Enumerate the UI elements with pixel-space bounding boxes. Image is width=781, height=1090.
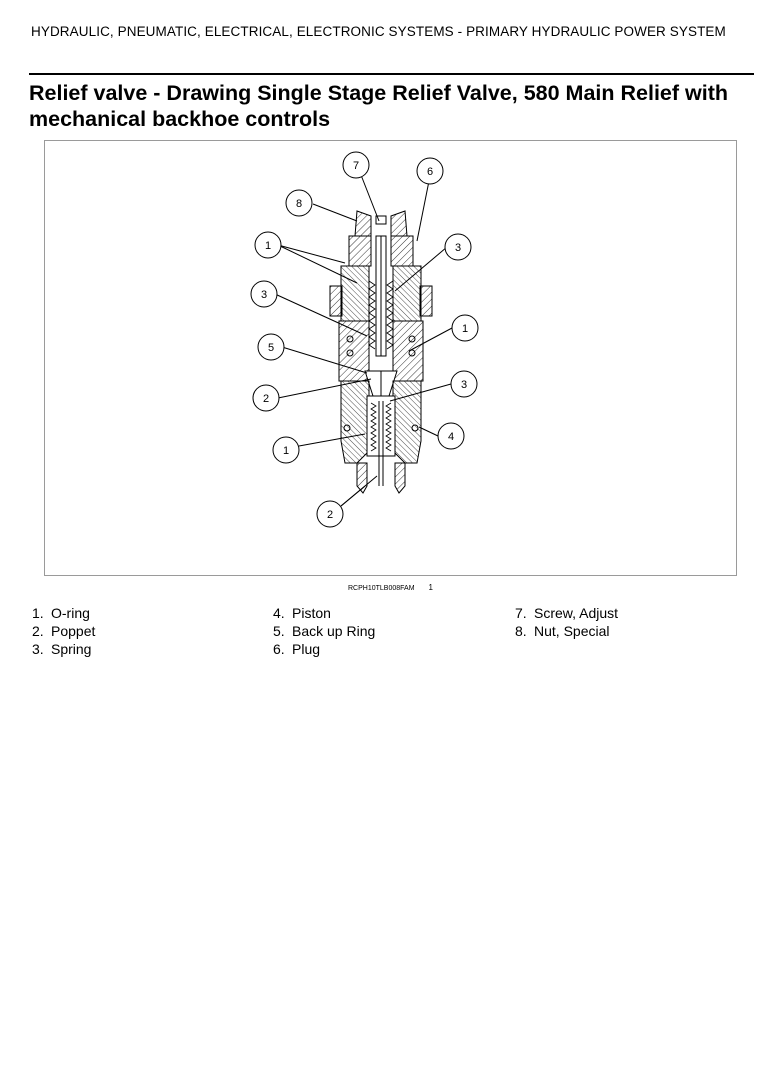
svg-text:2: 2: [327, 509, 333, 521]
callout-1-right: 1: [451, 314, 479, 342]
callout-3-right-lower: 3: [450, 370, 478, 398]
callout-1-upper: 1: [254, 231, 282, 259]
relief-valve-figure: 7 6 8 1 3 3 1 5 3 2 4 1 2: [44, 140, 737, 576]
relief-valve-drawing: 7 6 8 1 3 3 1 5 3 2 4 1 2: [250, 151, 479, 528]
callout-8: 8: [285, 189, 313, 217]
callouts: 7 6 8 1 3 3 1 5 3 2 4 1 2: [250, 151, 479, 528]
callout-3-right-upper: 3: [444, 233, 472, 261]
legend-item: 5.Back up Ring: [273, 623, 376, 639]
legend-item: 1.O-ring: [32, 605, 90, 621]
valve-nose: [356, 462, 368, 494]
callout-1-lower: 1: [272, 436, 300, 464]
svg-text:1: 1: [462, 323, 468, 335]
svg-text:2: 2: [263, 393, 269, 405]
legend-column-3: 7.Screw, Adjust 8.Nut, Special: [515, 604, 618, 640]
svg-text:3: 3: [455, 242, 461, 254]
section-header: HYDRAULIC, PNEUMATIC, ELECTRICAL, ELECTR…: [31, 24, 726, 39]
figure-reference-code: RCPH10TLB008FAM: [348, 585, 415, 592]
legend-column-1: 1.O-ring 2.Poppet 3.Spring: [32, 604, 95, 658]
callout-3-left: 3: [250, 280, 278, 308]
callout-7: 7: [342, 151, 370, 179]
legend-item: 2.Poppet: [32, 623, 96, 639]
figure-number: 1: [428, 583, 433, 592]
header-rule: [29, 73, 754, 75]
callout-5: 5: [257, 333, 285, 361]
legend-column-2: 4.Piston 5.Back up Ring 6.Plug: [273, 604, 375, 658]
lower-spring: [370, 402, 392, 452]
svg-text:1: 1: [283, 445, 289, 457]
leader-lines: [274, 174, 453, 507]
o-ring: [346, 335, 354, 343]
legend-item: 4.Piston: [273, 605, 331, 621]
svg-text:6: 6: [427, 166, 433, 178]
svg-text:4: 4: [448, 431, 454, 443]
svg-text:3: 3: [261, 289, 267, 301]
svg-text:7: 7: [353, 160, 359, 172]
legend-item: 7.Screw, Adjust: [515, 605, 619, 621]
callout-2-left: 2: [252, 384, 280, 412]
special-nut: [354, 210, 372, 237]
svg-text:8: 8: [296, 198, 302, 210]
legend-item: 3.Spring: [32, 641, 92, 657]
callout-2-bottom: 2: [316, 500, 344, 528]
callout-6: 6: [416, 157, 444, 185]
piston-o-ring: [343, 424, 351, 432]
valve-body: [329, 210, 433, 494]
upper-spring: [368, 280, 394, 350]
legend-item: 6.Plug: [273, 641, 321, 657]
svg-text:3: 3: [461, 379, 467, 391]
svg-text:5: 5: [268, 342, 274, 354]
plug: [348, 235, 372, 267]
figure-caption: RCPH10TLB008FAM 1: [348, 583, 433, 592]
legend-item: 8.Nut, Special: [515, 623, 610, 639]
page-title: Relief valve - Drawing Single Stage Reli…: [29, 81, 728, 131]
svg-text:1: 1: [265, 240, 271, 252]
callout-4: 4: [437, 422, 465, 450]
